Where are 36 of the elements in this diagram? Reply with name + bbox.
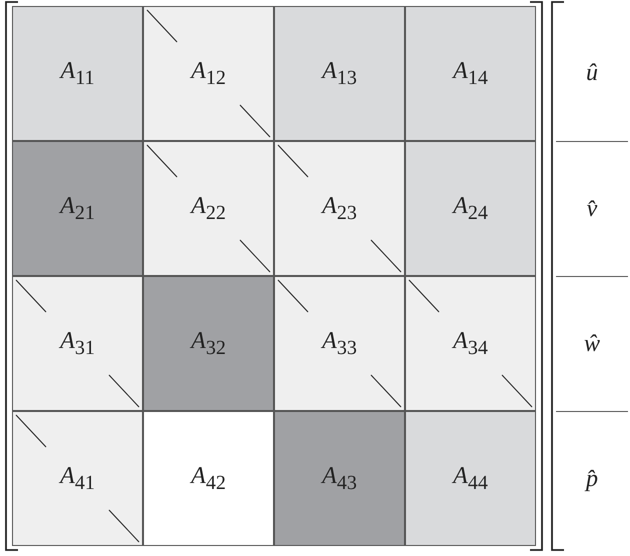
matrix-block (143, 276, 274, 411)
math-label: v̂ (586, 196, 598, 222)
math-label: A$_{23}$ (322, 192, 357, 224)
math-label: A$_{14}$ (453, 58, 488, 90)
matrix-block (12, 411, 143, 546)
matrix-block (12, 6, 143, 141)
math-label: A$_{44}$ (453, 462, 488, 494)
matrix-block (274, 141, 405, 276)
math-label: A$_{24}$ (453, 192, 488, 224)
math-label: A$_{33}$ (322, 328, 357, 360)
math-label: A$_{31}$ (60, 328, 95, 360)
matrix-block (405, 411, 536, 546)
math-label: p̂ (586, 466, 598, 492)
math-label: û (586, 60, 598, 87)
math-label: A$_{32}$ (191, 328, 226, 360)
math-label: ŵ (584, 330, 600, 358)
math-label: A$_{21}$ (60, 192, 95, 224)
matrix-block (143, 6, 274, 141)
matrix-block (274, 411, 405, 546)
math-label: A$_{41}$ (60, 462, 95, 494)
matrix-block (274, 6, 405, 141)
matrix-block (143, 411, 274, 546)
matrix-block (405, 141, 536, 276)
math-label: A$_{12}$ (191, 58, 226, 90)
matrix-block (405, 6, 536, 141)
math-label: A$_{11}$ (60, 58, 94, 90)
math-label: A$_{34}$ (453, 328, 488, 360)
matrix-block (12, 276, 143, 411)
matrix-block (405, 276, 536, 411)
math-label: A$_{43}$ (322, 462, 357, 494)
math-label: A$_{13}$ (322, 58, 357, 90)
matrix-block (274, 276, 405, 411)
math-label: A$_{42}$ (191, 462, 226, 494)
math-label: A$_{22}$ (191, 192, 226, 224)
matrix-block (12, 141, 143, 276)
matrix-block (143, 141, 274, 276)
